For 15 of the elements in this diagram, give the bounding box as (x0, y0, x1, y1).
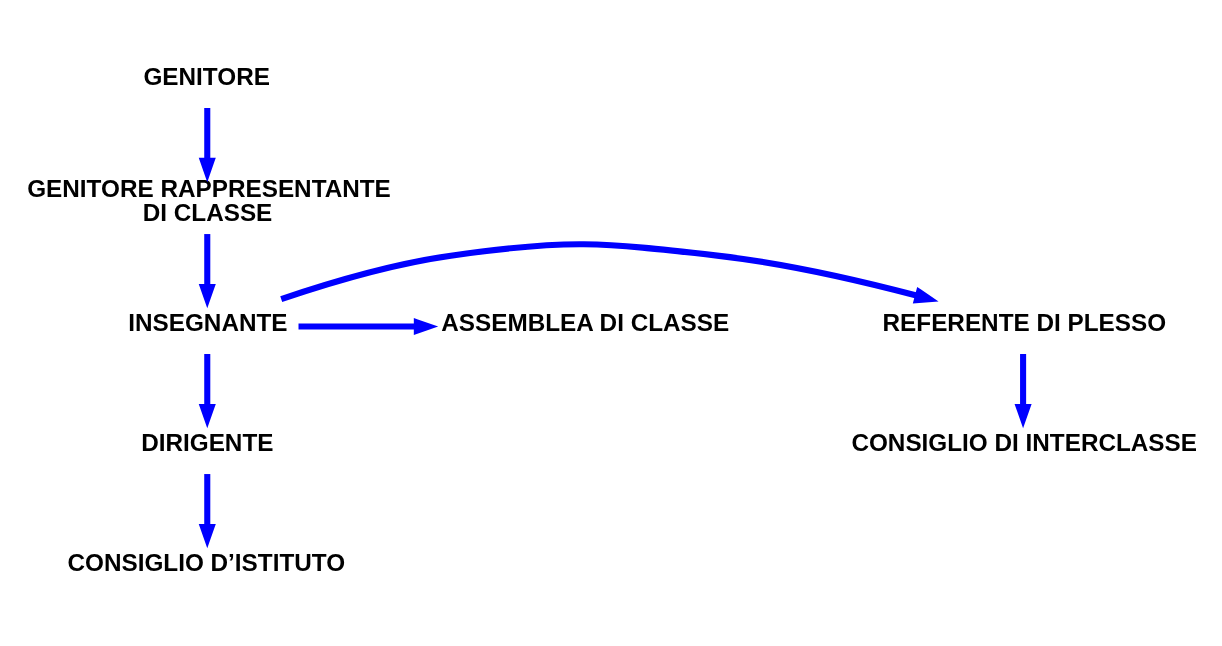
node-text: REFERENTE DI PLESSO (882, 308, 1167, 336)
node-text: ASSEMBLEA DI CLASSE (441, 308, 730, 336)
node-text: INSEGNANTE (128, 308, 288, 336)
arrow (280, 240, 939, 303)
node-text: GENITORE (143, 62, 270, 90)
node-text: DIRIGENTE (141, 428, 274, 456)
node-text: GENITORE RAPPRESENTANTE DI CLASSE (27, 174, 391, 226)
node-text: CONSIGLIO D’ISTITUTO (67, 548, 346, 576)
node-text: CONSIGLIO DI INTERCLASSE (851, 428, 1197, 456)
arrow (1014, 353, 1032, 428)
arrow (198, 353, 216, 428)
arrow (198, 233, 216, 308)
arrow (198, 107, 216, 182)
arrow (298, 317, 439, 335)
arrow (198, 473, 216, 548)
